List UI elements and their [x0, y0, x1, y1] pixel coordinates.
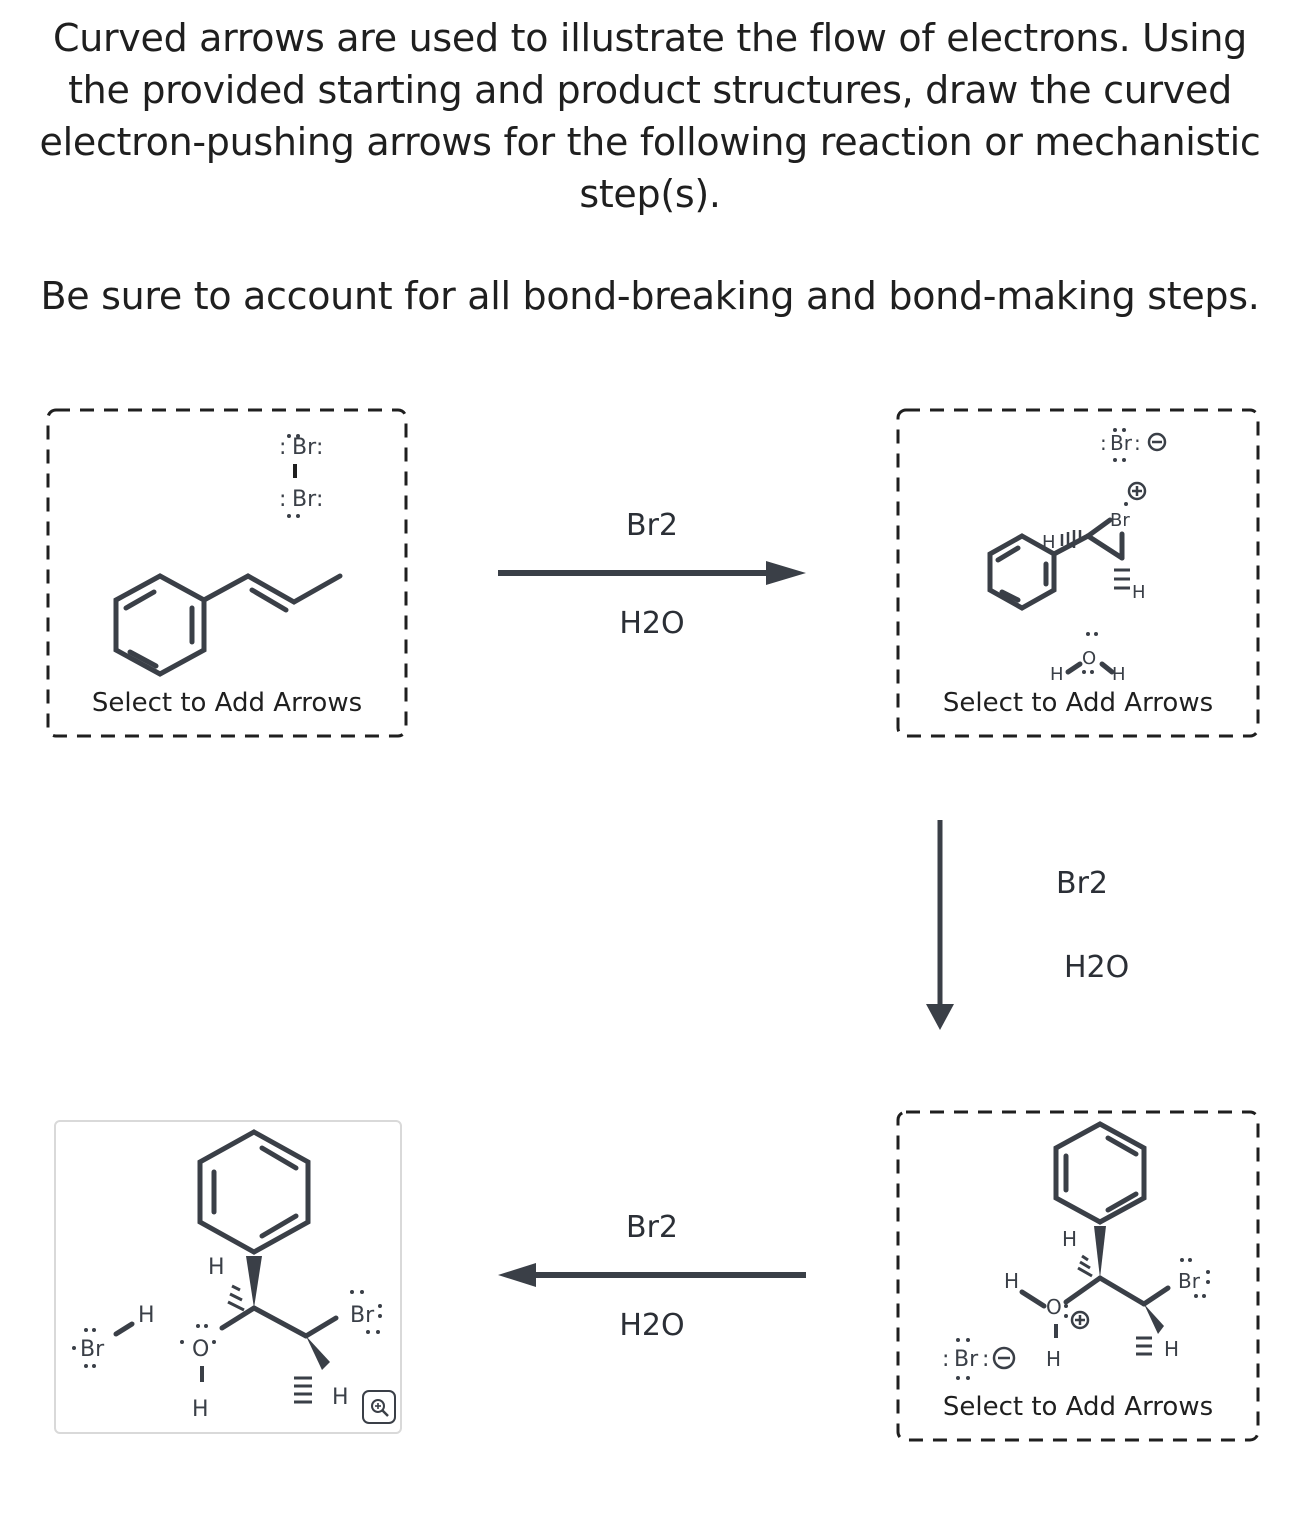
start-structure-panel[interactable]: Br : : Br : : Select to Add Arrows: [46, 408, 408, 738]
dashed-frame: [896, 1110, 1260, 1442]
h-atom: H: [1062, 1227, 1077, 1251]
svg-text::: :: [1134, 431, 1141, 455]
o-atom: O: [1046, 1295, 1062, 1319]
reagent-step1-top: Br2: [625, 508, 678, 543]
h-atom: H: [1050, 664, 1064, 685]
reagent-step1-bottom: H2O: [619, 606, 685, 641]
svg-text::: :: [316, 487, 323, 512]
intermediate1-molecule: Br : : Br H H H O: [987, 428, 1167, 685]
o-atom: O: [192, 1337, 209, 1362]
intermediate2-panel[interactable]: H Br H H O H Br : :: [896, 1110, 1260, 1442]
reaction-arrow-down: [926, 820, 954, 1030]
reagent-step3-bottom: H2O: [619, 1308, 685, 1343]
intermediate1-panel[interactable]: Br : : Br H H H O: [896, 408, 1260, 738]
br-bromonium: Br: [1110, 510, 1130, 531]
h-atom: H: [332, 1385, 349, 1410]
instructions-line-1: Curved arrows are used to illustrate the…: [39, 16, 1261, 216]
zoom-button[interactable]: [362, 1390, 396, 1424]
br-atom: Br: [1178, 1269, 1201, 1293]
reagent-step3-top: Br2: [625, 1210, 678, 1245]
reagent-step2-bottom: H2O: [1064, 950, 1130, 985]
h-atom: H: [1004, 1269, 1019, 1293]
h-atom: H: [1046, 1347, 1061, 1371]
h-atom: H: [208, 1255, 225, 1280]
svg-text::: :: [1100, 431, 1107, 455]
br-atom-bottom: Br: [292, 487, 317, 512]
instructions-line-2: Be sure to account for all bond-breaking…: [40, 274, 1260, 318]
h-atom: H: [1132, 582, 1146, 603]
h-atom: H: [138, 1303, 155, 1328]
o-atom: O: [1082, 648, 1096, 669]
product-panel[interactable]: H Br H O H H Br: [54, 1120, 402, 1434]
dashed-frame: [46, 408, 408, 738]
product-molecule: H Br H O H H Br: [72, 1129, 382, 1422]
svg-text::: :: [942, 1347, 949, 1372]
br-atom-top: Br: [292, 435, 317, 460]
h-atom: H: [1112, 664, 1126, 685]
intermediate2-molecule: H Br H H O H Br : :: [942, 1121, 1210, 1380]
select-to-add-arrows: Select to Add Arrows: [91, 688, 363, 718]
br-atom: Br: [350, 1303, 375, 1328]
start-molecule: Br : : Br : :: [113, 434, 343, 677]
h-atom: H: [192, 1397, 209, 1422]
instructions: Curved arrows are used to illustrate the…: [0, 12, 1300, 322]
select-to-add-arrows: Select to Add Arrows: [942, 1392, 1214, 1422]
br-anion: Br: [954, 1347, 979, 1372]
br-atom: Br: [80, 1337, 105, 1362]
svg-text::: :: [279, 487, 286, 512]
svg-text::: :: [279, 435, 286, 460]
dashed-frame: [896, 408, 1260, 738]
svg-text::: :: [982, 1347, 989, 1372]
reaction-arrow-right: [498, 561, 806, 585]
h-atom: H: [1164, 1337, 1179, 1361]
select-to-add-arrows: Select to Add Arrows: [942, 688, 1214, 718]
svg-text::: :: [316, 435, 323, 460]
br-anion: Br: [1110, 431, 1133, 455]
reaction-arrow-left: [498, 1263, 806, 1287]
reagent-step2-top: Br2: [1056, 866, 1109, 901]
zoom-in-icon: [371, 1399, 389, 1417]
